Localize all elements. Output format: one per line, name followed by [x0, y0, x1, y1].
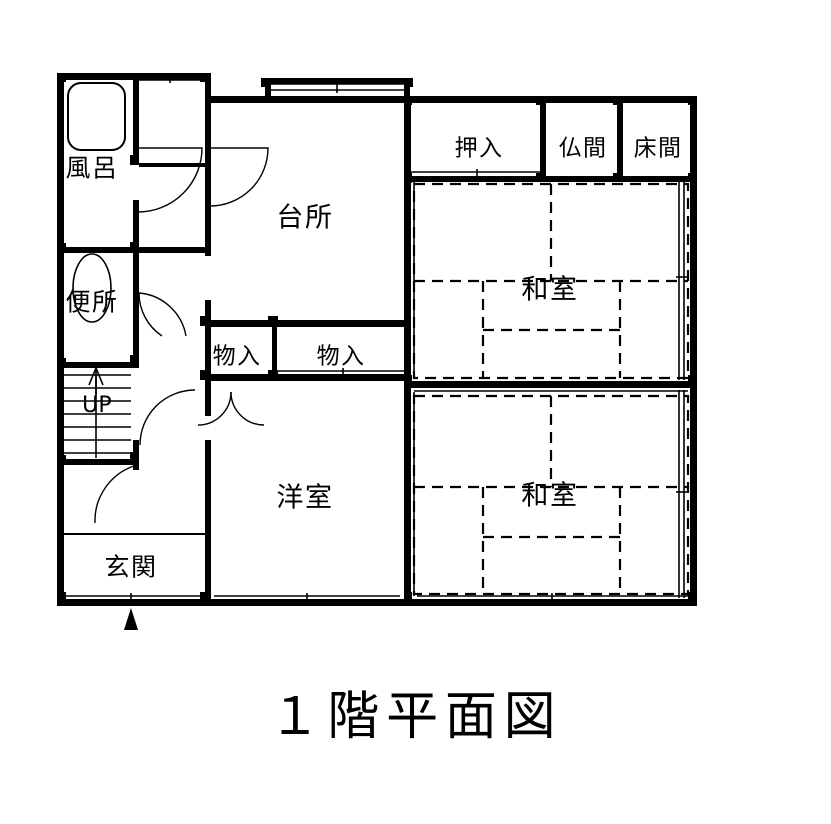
room-label-toilet: 便所: [65, 287, 119, 317]
window-openings: [64, 73, 689, 605]
bathtub-icon: [67, 82, 126, 151]
room-label-stairs-up: UP: [82, 393, 112, 418]
room-label-western-room: 洋室: [276, 482, 334, 514]
room-label-closet-left: 物入: [212, 343, 262, 370]
wall-posts: [57, 73, 697, 602]
toilet-fixture-icon: [72, 253, 112, 323]
room-label-oshiire: 押入: [454, 135, 504, 162]
room-label-bath: 風呂: [65, 153, 119, 183]
room-label-japanese-room-2: 和室: [521, 480, 579, 512]
room-label-entrance: 玄関: [104, 552, 158, 582]
stair-up-arrow-icon: [88, 367, 104, 395]
tatami-mats-lower: [412, 394, 690, 596]
door-swing-arcs: [94, 147, 269, 524]
room-label-closet-right: 物入: [316, 343, 366, 370]
plan-title: １階平面図: [268, 687, 563, 747]
entrance-direction-arrow-icon: [124, 608, 138, 630]
room-label-kitchen: 台所: [276, 202, 334, 234]
room-label-butsuma: 仏間: [558, 135, 608, 162]
room-label-japanese-room-1: 和室: [521, 274, 579, 306]
room-label-tokonoma: 床間: [633, 135, 683, 162]
